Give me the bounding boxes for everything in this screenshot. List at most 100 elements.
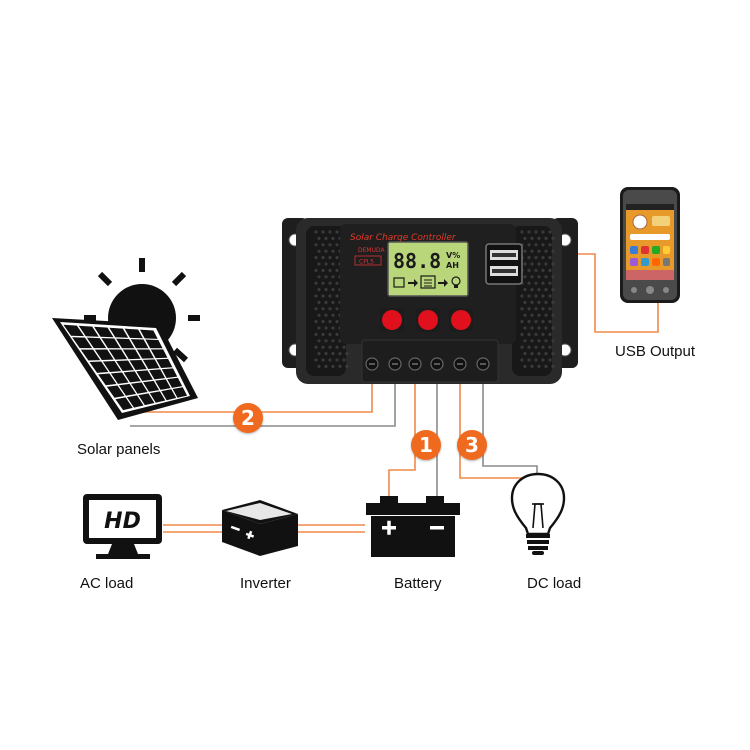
grip-dot xyxy=(314,243,318,247)
grip-dot xyxy=(331,326,335,330)
solar-cell xyxy=(122,349,141,360)
grip-dot xyxy=(335,345,339,349)
solar-cell xyxy=(142,359,160,370)
grip-dot xyxy=(338,364,342,368)
grip-dot xyxy=(324,364,328,368)
grip-dot xyxy=(523,249,527,253)
lcd-status-icons xyxy=(393,275,461,289)
grip-dot xyxy=(335,307,339,311)
solar-cell xyxy=(89,361,109,373)
grip-dot xyxy=(331,300,335,304)
grip-dot xyxy=(530,313,534,317)
grip-dot xyxy=(527,332,531,336)
grip-dot xyxy=(342,345,346,349)
grip-dot xyxy=(520,320,524,324)
grip-dot xyxy=(314,294,318,298)
grip-dot xyxy=(324,326,328,330)
grip-dot xyxy=(530,339,534,343)
grip-dot xyxy=(530,364,534,368)
usb-ports xyxy=(485,243,523,285)
controller-model: CPL5 xyxy=(359,259,374,266)
button-left[interactable] xyxy=(382,310,402,330)
grip-dot xyxy=(335,243,339,247)
grip-dot xyxy=(328,307,332,311)
grip-dot xyxy=(527,294,531,298)
grip-dot xyxy=(321,332,325,336)
solar-cell xyxy=(138,393,155,406)
grip-dot xyxy=(321,358,325,362)
ac-load-monitor-icon: HD xyxy=(83,494,162,559)
grip-dot xyxy=(548,307,552,311)
grip-dot xyxy=(527,307,531,311)
solar-cell xyxy=(94,326,114,338)
solar-cell xyxy=(161,389,177,401)
button-right[interactable] xyxy=(451,310,471,330)
solar-cell xyxy=(136,370,153,381)
grip-dot xyxy=(551,275,555,279)
grip-dot xyxy=(537,288,541,292)
grip-dot xyxy=(328,281,332,285)
solar-cell xyxy=(136,349,155,359)
grip-dot xyxy=(548,332,552,336)
grip-dot xyxy=(534,358,538,362)
grip-dot xyxy=(541,345,545,349)
solar-cell xyxy=(130,339,149,349)
grip-dot xyxy=(321,243,325,247)
grip-dot xyxy=(335,294,339,298)
grip-dot xyxy=(314,345,318,349)
grip-dot xyxy=(314,307,318,311)
grip-dot xyxy=(345,364,349,368)
grip-dot xyxy=(527,268,531,272)
grip-dot xyxy=(541,256,545,260)
grip-dot xyxy=(314,320,318,324)
solar-cell xyxy=(149,369,166,380)
solar-cell xyxy=(110,372,129,384)
grip-dot xyxy=(523,288,527,292)
grip-dot xyxy=(544,339,548,343)
grip-dot xyxy=(331,236,335,240)
grip-dot xyxy=(321,281,325,285)
grip-dot xyxy=(537,352,541,356)
grip-dot xyxy=(335,256,339,260)
battery-icon xyxy=(366,496,460,557)
solar-cell xyxy=(126,395,144,408)
grip-dot xyxy=(534,243,538,247)
grip-dot xyxy=(548,243,552,247)
grip-dot xyxy=(328,345,332,349)
solar-cell xyxy=(124,328,143,339)
grip-dot xyxy=(324,288,328,292)
label-inverter: Inverter xyxy=(240,575,291,592)
solar-cell xyxy=(150,349,168,359)
smartphone-icon xyxy=(620,187,680,303)
step-badge-1: 1 xyxy=(411,430,441,460)
grip-dot xyxy=(321,256,325,260)
grip-dot xyxy=(328,294,332,298)
grip-dot xyxy=(527,243,531,247)
grip-dot xyxy=(530,326,534,330)
grip-dot xyxy=(324,300,328,304)
solar-panel-icon xyxy=(52,318,198,420)
grip-dot xyxy=(551,352,555,356)
controller-title: Solar Charge Controller xyxy=(350,233,457,243)
solar-cell xyxy=(129,359,147,371)
grip-dot xyxy=(548,230,552,234)
grip-dot xyxy=(328,332,332,336)
grip-dot xyxy=(551,313,555,317)
solar-cell xyxy=(161,368,178,378)
grip-dot xyxy=(324,262,328,266)
button-middle[interactable] xyxy=(418,310,438,330)
grip-dot xyxy=(551,326,555,330)
solar-cell xyxy=(98,373,117,386)
grip-dot xyxy=(551,300,555,304)
grip-dot xyxy=(328,268,332,272)
grip-dot xyxy=(331,339,335,343)
grip-dot xyxy=(537,326,541,330)
grip-dot xyxy=(523,326,527,330)
solar-cell xyxy=(86,337,107,349)
grip-dot xyxy=(345,352,349,356)
grip-dot xyxy=(537,275,541,279)
inverter-icon xyxy=(222,500,298,556)
grip-dot xyxy=(321,345,325,349)
grip-dot xyxy=(321,307,325,311)
